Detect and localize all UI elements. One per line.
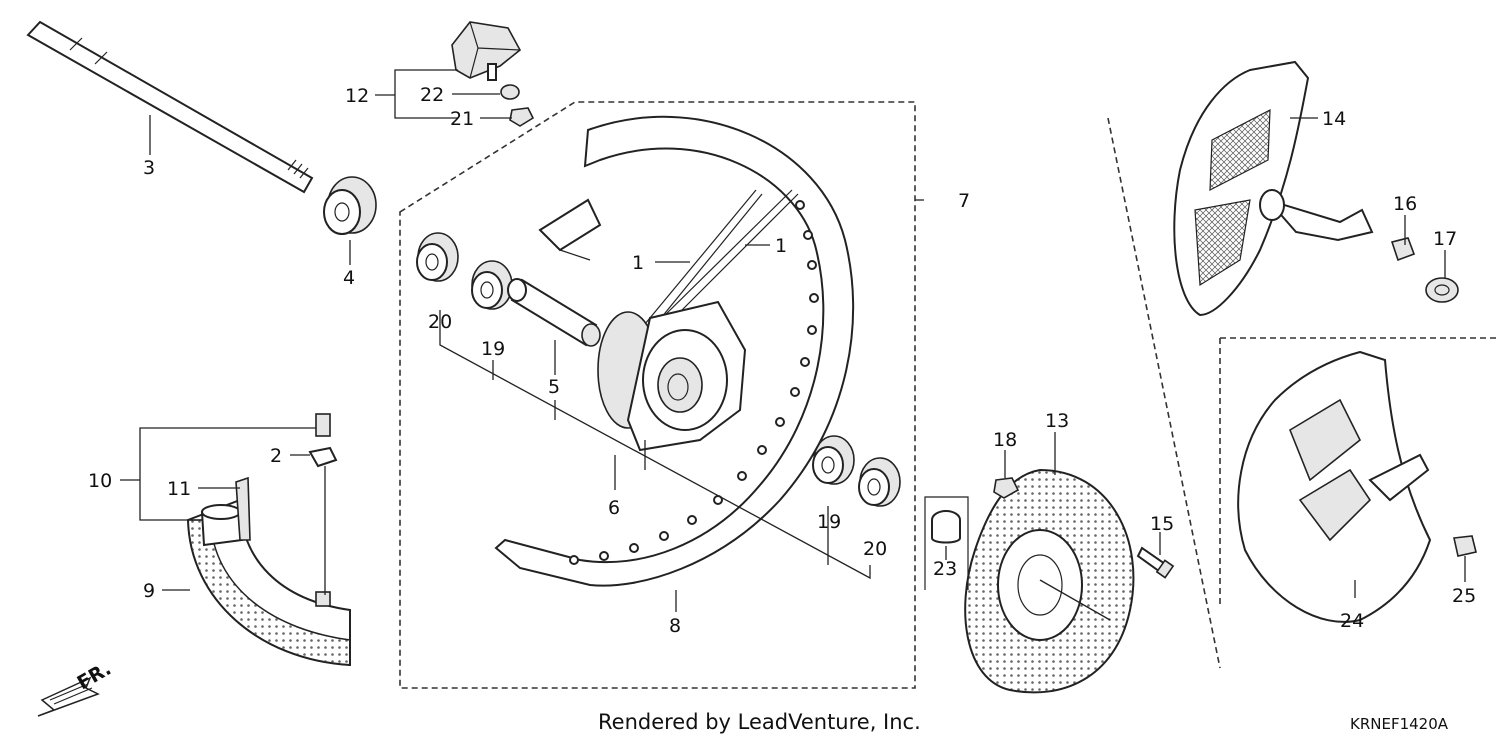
rim-band xyxy=(235,476,251,541)
valve-cap xyxy=(308,413,338,607)
callout-17: 17 xyxy=(1433,228,1457,250)
disc-cover-14 xyxy=(1173,60,1374,317)
callout-11: 11 xyxy=(167,478,191,500)
callout-18: 18 xyxy=(993,429,1017,451)
callout-20b: 20 xyxy=(863,538,887,560)
hub xyxy=(597,300,747,452)
callout-21: 21 xyxy=(450,108,474,130)
bolt-25 xyxy=(1453,535,1477,557)
callout-20a: 20 xyxy=(428,311,452,333)
callout-3: 3 xyxy=(143,157,155,179)
callout-7: 7 xyxy=(958,190,970,212)
bearing-20-left xyxy=(416,232,459,282)
bolt-16 xyxy=(1390,237,1416,262)
nut-18 xyxy=(993,477,1020,499)
callout-8: 8 xyxy=(669,615,681,637)
diagram-code: KRNEF1420A xyxy=(1350,715,1449,733)
collar-23 xyxy=(931,510,961,544)
tube-valve-stem xyxy=(200,504,244,547)
callout-5: 5 xyxy=(548,376,560,398)
callout-2: 2 xyxy=(270,445,282,467)
distance-collar xyxy=(507,278,601,347)
callout-6: 6 xyxy=(608,497,620,519)
collar-box xyxy=(924,496,969,590)
callout-1b: 1 xyxy=(775,235,787,257)
callout-9: 9 xyxy=(143,580,155,602)
seal-19-right xyxy=(812,435,855,485)
callout-labels: 1 1 2 3 4 5 6 7 8 9 10 11 12 13 14 15 16… xyxy=(88,84,1476,637)
nut-22 xyxy=(500,84,520,100)
disc-cover-24 xyxy=(1237,350,1432,623)
cable-guide-bracket xyxy=(451,21,522,81)
rim-nipple-holes xyxy=(569,200,819,565)
bearing-20-right xyxy=(858,457,901,507)
callout-12: 12 xyxy=(345,85,369,107)
axle xyxy=(26,20,314,194)
callout-16: 16 xyxy=(1393,193,1417,215)
callout-19a: 19 xyxy=(481,338,505,360)
callout-22: 22 xyxy=(420,84,444,106)
leader-lines xyxy=(120,69,1466,621)
axle-spacer xyxy=(323,176,377,235)
front-direction-arrow xyxy=(37,676,100,717)
nut-21 xyxy=(509,107,535,127)
seal-19-left xyxy=(471,260,513,310)
callout-19b: 19 xyxy=(817,511,841,533)
wheel-rim xyxy=(494,115,855,587)
spokes xyxy=(639,189,799,335)
callout-10: 10 xyxy=(88,470,112,492)
callout-25: 25 xyxy=(1452,585,1476,607)
callout-15: 15 xyxy=(1150,513,1174,535)
collar-17 xyxy=(1425,277,1459,303)
disc-bolt-15 xyxy=(1136,546,1175,579)
callout-1a: 1 xyxy=(632,252,644,274)
callout-23: 23 xyxy=(933,558,957,580)
cover-alt-box xyxy=(1219,337,1500,605)
callout-14: 14 xyxy=(1322,108,1346,130)
callout-24: 24 xyxy=(1340,610,1364,632)
callout-13: 13 xyxy=(1045,410,1069,432)
disc-cover-box xyxy=(1107,117,1221,669)
brake-disc xyxy=(964,468,1135,694)
callout-4: 4 xyxy=(343,267,355,289)
wheel-assembly-box xyxy=(399,101,916,689)
credit-text: Rendered by LeadVenture, Inc. xyxy=(598,710,921,734)
